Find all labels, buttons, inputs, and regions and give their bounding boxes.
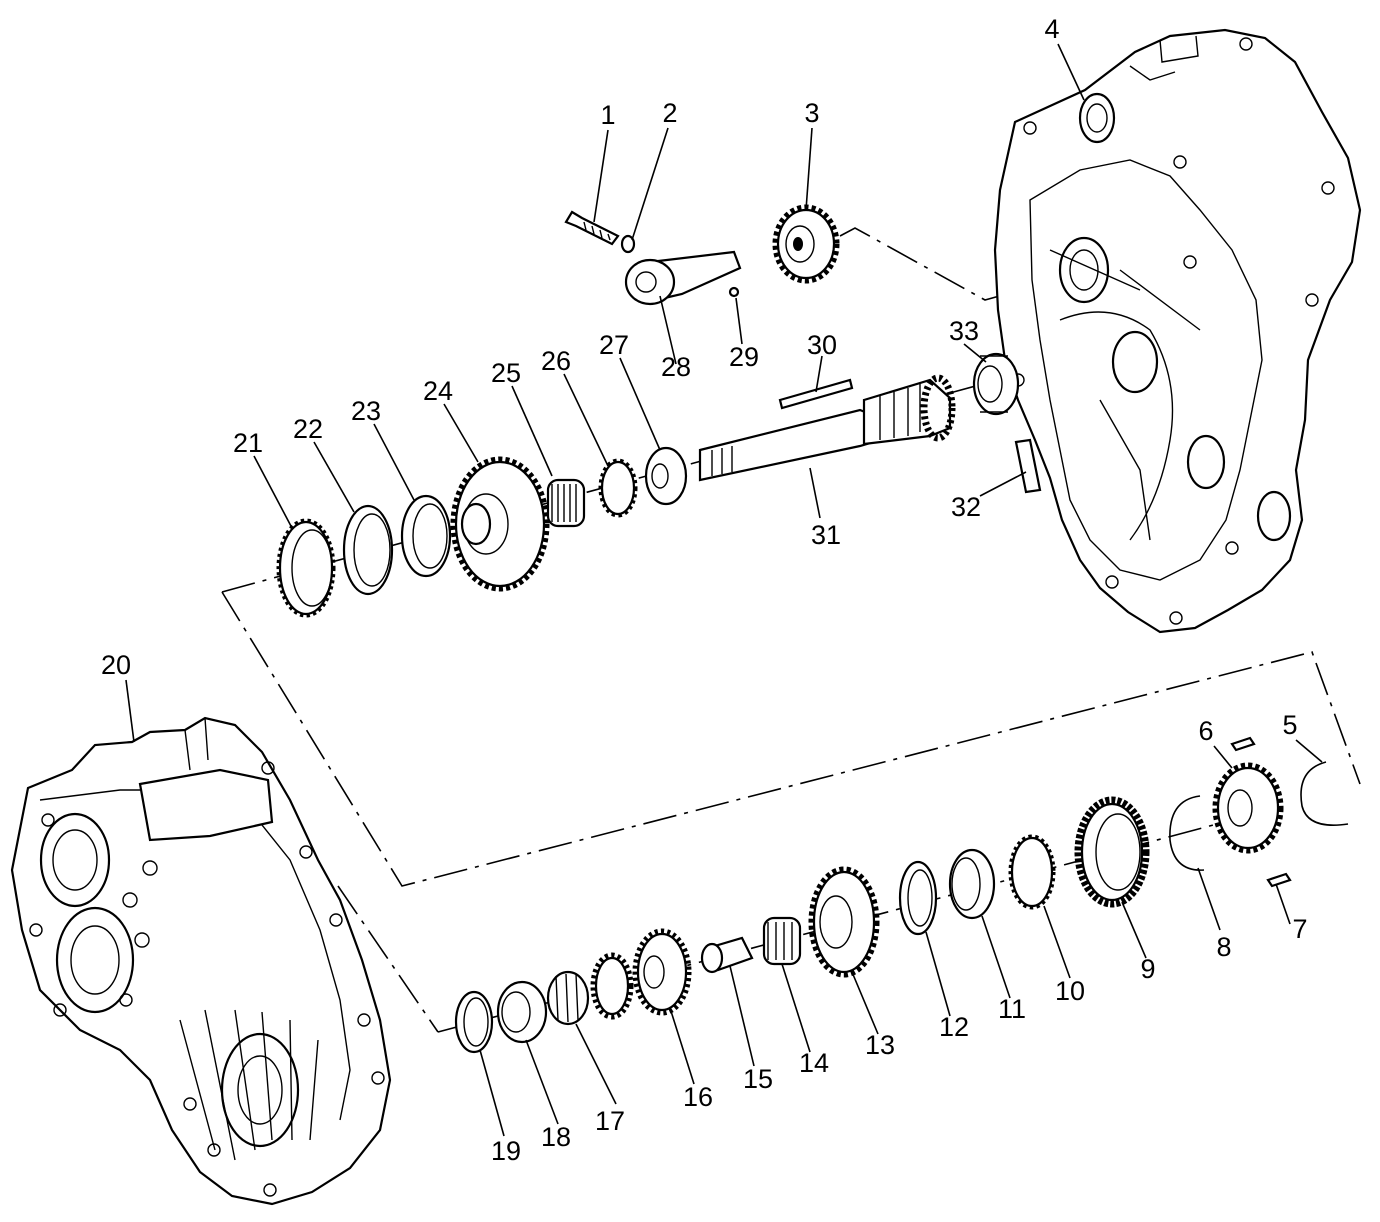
part-7-key-upper [1230,736,1256,752]
part-14-needle-bearing [762,916,802,966]
part-24-gear [450,456,550,592]
callout-5: 5 [1282,710,1297,740]
part-15-bushing [700,936,754,974]
callout-19: 19 [491,1136,521,1166]
part-12-ring [898,860,938,936]
callout-23: 23 [351,396,381,426]
callout-30: 30 [807,330,837,360]
callout-6: 6 [1198,716,1213,746]
callout-7: 7 [1292,914,1307,944]
part-16-gear-cluster [590,928,692,1020]
case-housing-left [10,716,392,1206]
callout-25: 25 [491,358,521,388]
part-22-blocker-ring [342,504,394,596]
part-30-key [778,378,854,410]
callout-28: 28 [661,352,691,382]
part-25-needle-bearing [546,478,586,528]
callout-13: 13 [865,1030,895,1060]
callout-20: 20 [101,650,131,680]
part-29-pin [728,286,740,298]
callout-10: 10 [1055,976,1085,1006]
part-2-washer [620,234,636,254]
part-5-snap-ring [1300,761,1349,826]
part-31-countershaft [698,374,956,482]
callout-14: 14 [799,1048,829,1078]
part-32-plate [1014,438,1042,494]
part-10-synchronizer-ring [1008,834,1056,910]
callout-16: 16 [683,1082,713,1112]
callout-31: 31 [811,520,841,550]
part-28-idler-shaft [624,250,742,306]
callout-3: 3 [804,98,819,128]
callout-29: 29 [729,342,759,372]
part-8-snap-ring [1169,795,1205,871]
callout-32: 32 [951,492,981,522]
part-6-hub [1212,762,1284,854]
callout-2: 2 [662,98,677,128]
callout-33: 33 [949,316,979,346]
callout-12: 12 [939,1012,969,1042]
part-3-idler-gear [772,204,840,284]
part-33-bearing [972,352,1020,416]
part-21-synchronizer-ring [276,518,336,618]
callout-24: 24 [423,376,453,406]
callouts: 1 2 3 4 5 6 7 8 9 10 11 12 13 14 15 16 1… [101,14,1308,1166]
callout-1: 1 [600,100,615,130]
callout-18: 18 [541,1122,571,1152]
part-18-bearing [496,980,548,1044]
callout-22: 22 [293,414,323,444]
part-11-cone [948,848,996,920]
case-housing-right [993,28,1362,634]
part-27-thrust-washer [644,446,688,506]
callout-8: 8 [1216,932,1231,962]
callout-27: 27 [599,330,629,360]
callout-11: 11 [998,994,1026,1024]
part-19-snap-ring [454,990,494,1054]
callout-15: 15 [743,1064,773,1094]
callout-21: 21 [233,428,263,458]
part-26-ring [598,458,638,518]
leader-lines [125,43,1323,1137]
part-9-sleeve [1074,796,1150,908]
part-1-bolt [564,210,620,246]
callout-9: 9 [1140,954,1155,984]
callout-26: 26 [541,346,571,376]
callout-4: 4 [1044,14,1059,44]
part-23-ring [400,494,452,578]
part-17-bearing [546,970,590,1026]
part-7-key-lower [1266,872,1292,888]
part-13-gear [808,866,880,978]
callout-17: 17 [595,1106,625,1136]
